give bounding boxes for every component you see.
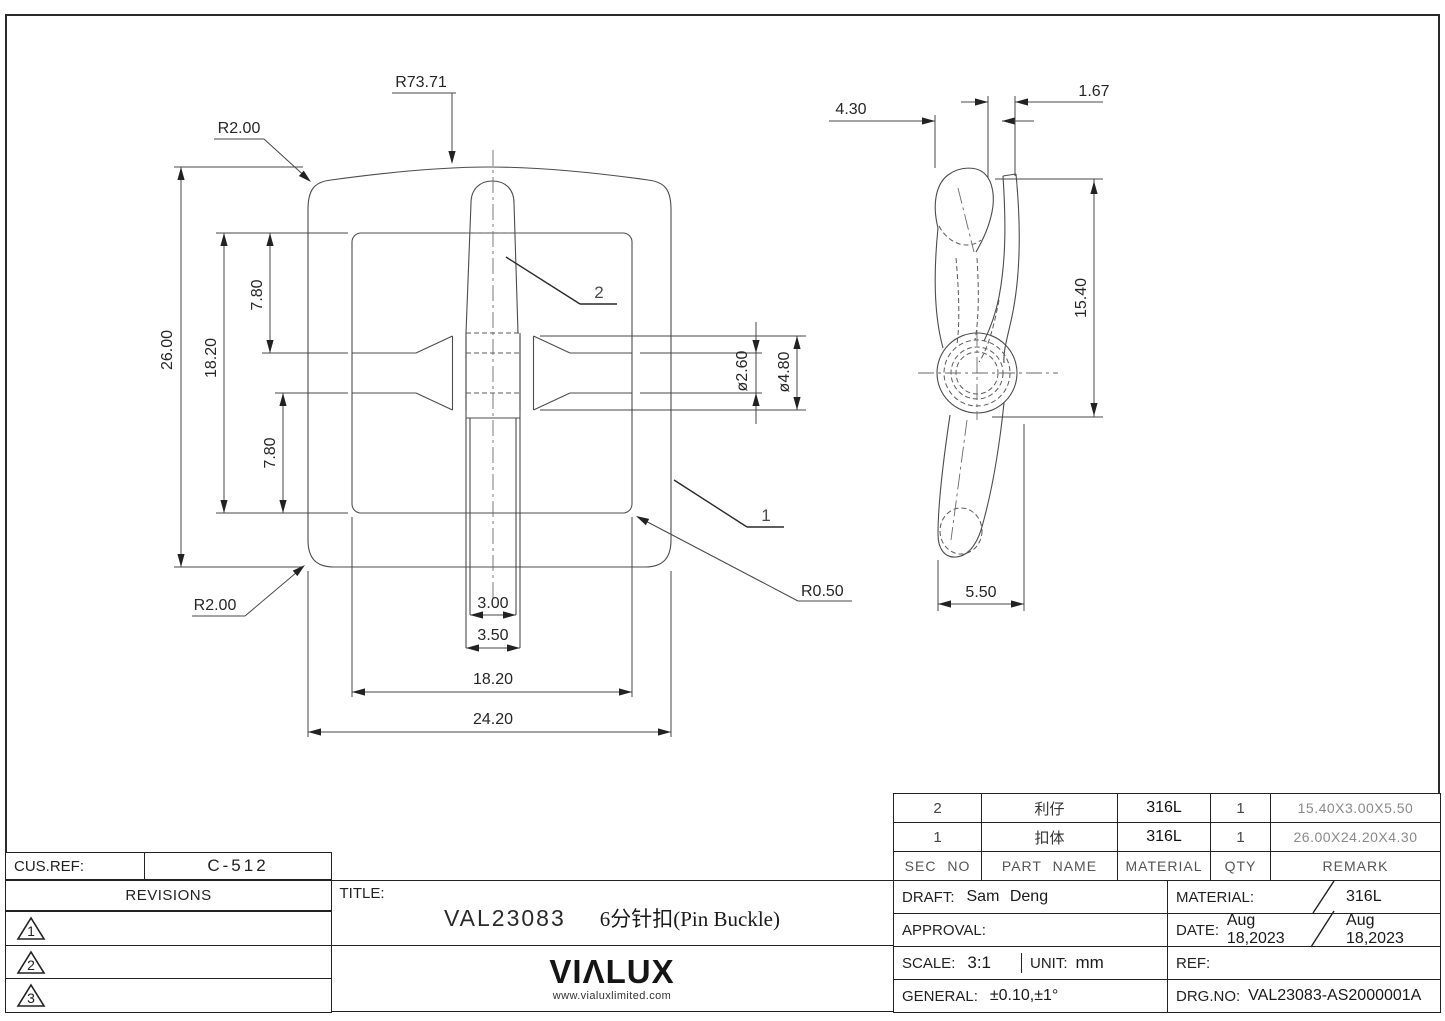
company-logo: VIΛLUX xyxy=(549,953,675,990)
part-name-title: 6分针扣(Pin Buckle) xyxy=(599,907,780,931)
scale-unit-row: SCALE: 3:1 UNIT: mm xyxy=(894,947,1168,980)
parts-row-cell: 1 xyxy=(1211,794,1271,823)
parts-row-cell: 316L xyxy=(1118,794,1211,823)
parts-row-cell: 2 xyxy=(894,794,982,823)
parts-header-cell: MATERIAL xyxy=(1118,852,1211,881)
parts-row-cell: 15.40X3.00X5.50 xyxy=(1271,794,1441,823)
parts-header-cell: SEC NO xyxy=(894,852,982,881)
revisions-rows: 1 2 3 xyxy=(5,911,332,1013)
unit-field: UNIT: mm xyxy=(1030,953,1104,972)
date-field: DATE: Aug 18,2023 Aug 18,2023 xyxy=(1168,912,1441,947)
ref-field: REF: xyxy=(1168,947,1441,980)
title-label: TITLE: xyxy=(339,885,385,902)
revision-row-3: 3 xyxy=(6,978,332,1012)
scale-field: SCALE: 3:1 xyxy=(894,953,1022,973)
title-box: TITLE: VAL23083 6分针扣(Pin Buckle) xyxy=(330,880,894,946)
svg-text:3: 3 xyxy=(27,990,35,1006)
parts-row-cell: 1 xyxy=(1211,823,1271,852)
revision-triangle-icon: 3 xyxy=(16,983,46,1008)
revision-triangle-icon: 1 xyxy=(16,916,46,941)
cus-ref-value: C-512 xyxy=(144,853,331,879)
material-field: MATERIAL: 316L xyxy=(1168,881,1441,914)
parts-row-cell: 316L xyxy=(1118,823,1211,852)
parts-table: 2 利仔 316L 1 15.40X3.00X5.50 1 扣体 316L 1 … xyxy=(893,793,1441,881)
parts-row-cell: 26.00X24.20X4.30 xyxy=(1271,823,1441,852)
general-tolerance-field: GENERAL: ±0.10,±1° xyxy=(894,980,1168,1013)
revision-row-1: 1 xyxy=(6,911,332,945)
revisions-header: REVISIONS xyxy=(5,880,332,911)
parts-header-cell: PART NAME xyxy=(982,852,1118,881)
drawing-number-title: VAL23083 xyxy=(444,905,566,931)
title-block-fields: DRAFT: Sam Deng MATERIAL: 316L APPROVAL:… xyxy=(893,880,1441,1013)
svg-text:1: 1 xyxy=(27,923,35,939)
logo-box: VIΛLUX www.vialuxlimited.com xyxy=(330,946,894,1012)
approval-field: APPROVAL: xyxy=(894,914,1168,947)
drg-no-field: DRG.NO: VAL23083-AS2000001A xyxy=(1168,980,1441,1013)
parts-header-cell: QTY xyxy=(1211,852,1271,881)
parts-row-cell: 扣体 xyxy=(982,823,1118,852)
cus-ref-box: CUS.REF: C-512 xyxy=(5,852,332,880)
parts-header-cell: REMARK xyxy=(1271,852,1441,881)
parts-row-cell: 1 xyxy=(894,823,982,852)
parts-row-cell: 利仔 xyxy=(982,794,1118,823)
company-url: www.vialuxlimited.com xyxy=(552,990,672,1002)
cus-ref-label: CUS.REF: xyxy=(14,857,85,875)
draft-field: DRAFT: Sam Deng xyxy=(894,881,1168,914)
revision-row-2: 2 xyxy=(6,945,332,978)
svg-text:2: 2 xyxy=(27,957,35,973)
revision-triangle-icon: 2 xyxy=(16,949,46,975)
